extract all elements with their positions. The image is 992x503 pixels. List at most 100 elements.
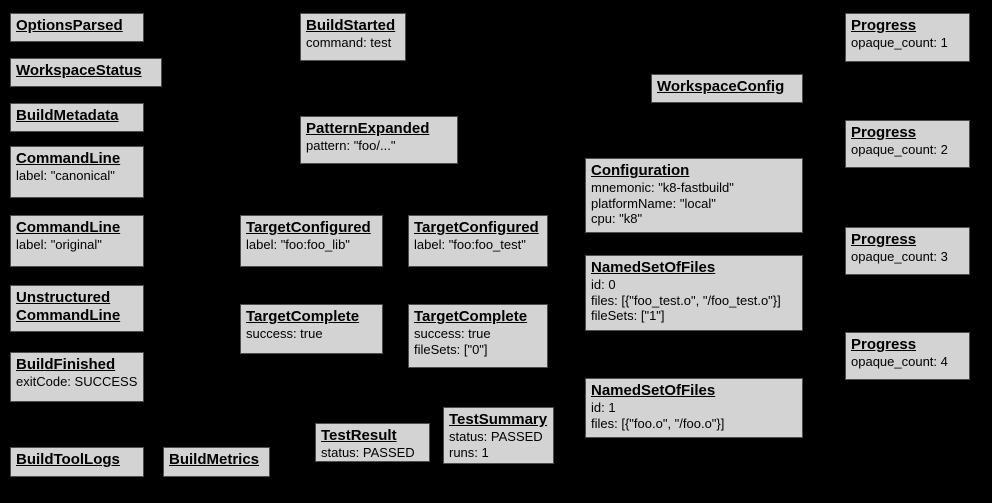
node-detail: opaque_count: 4: [851, 354, 948, 369]
node-title: Progress: [851, 336, 917, 353]
node-title-group: TargetConfigured: [414, 219, 542, 237]
node-detail: label: "foo:foo_lib": [246, 237, 350, 252]
node-target-complete-foo-lib: TargetComplete success: true: [240, 304, 383, 354]
node-title: TargetComplete: [246, 308, 360, 325]
node-details-group: command: test: [306, 35, 400, 51]
node-command-line-canonical: CommandLine label: "canonical": [10, 146, 144, 198]
node-title: TestSummary: [449, 411, 548, 428]
node-title-group: TestSummary: [449, 411, 548, 429]
node-title-group: TargetComplete: [246, 308, 377, 326]
node-details-group: label: "canonical": [16, 168, 138, 184]
node-detail: success: true: [246, 326, 323, 341]
node-detail: id: 1: [591, 400, 616, 415]
node-build-metrics: BuildMetrics: [163, 447, 270, 477]
node-title: TestResult: [321, 427, 397, 444]
node-title-group: NamedSetOfFiles: [591, 259, 797, 277]
node-title: Unstructured: [16, 289, 111, 306]
node-target-configured-foo-lib: TargetConfigured label: "foo:foo_lib": [240, 215, 383, 267]
node-title-group: Progress: [851, 17, 964, 35]
node-pattern-expanded: PatternExpanded pattern: "foo/...": [300, 116, 458, 164]
node-title-group: BuildToolLogs: [16, 451, 138, 469]
node-build-started: BuildStarted command: test: [300, 13, 406, 61]
node-details-group: label: "original": [16, 237, 138, 253]
node-detail: opaque_count: 1: [851, 35, 948, 50]
node-detail: platformName: "local": [591, 195, 716, 211]
node-workspace-status: WorkspaceStatus: [10, 58, 162, 87]
node-title: Progress: [851, 124, 917, 141]
node-title: NamedSetOfFiles: [591, 382, 716, 399]
node-progress-2: Progress opaque_count: 2: [845, 120, 970, 168]
node-details-group: opaque_count: 3: [851, 249, 964, 265]
node-detail: files: [{"foo.o", "/foo.o"}]: [591, 415, 725, 431]
node-title-group: BuildMetrics: [169, 451, 264, 469]
node-title-group: BuildStarted: [306, 17, 400, 35]
node-title-group: Progress: [851, 231, 964, 249]
node-title: TargetComplete: [414, 308, 528, 325]
node-detail: files: [{"foo_test.o", "/foo_test.o"}]: [591, 292, 781, 308]
node-command-line-original: CommandLine label: "original": [10, 215, 144, 267]
node-detail: command: test: [306, 35, 392, 50]
node-title-group: NamedSetOfFiles: [591, 382, 797, 400]
node-title-group: OptionsParsed: [16, 17, 138, 35]
node-title: PatternExpanded: [306, 120, 430, 137]
node-title: WorkspaceStatus: [16, 62, 142, 79]
node-details-group: pattern: "foo/...": [306, 138, 452, 154]
node-title-group: Configuration: [591, 162, 797, 180]
node-detail: mnemonic: "k8-fastbuild": [591, 180, 734, 195]
node-detail: status: PASSED: [449, 429, 543, 444]
node-details-group: mnemonic: "k8-fastbuild"platformName: "l…: [591, 180, 797, 227]
node-detail: fileSets: ["1"]: [591, 308, 665, 323]
node-detail: opaque_count: 3: [851, 249, 948, 264]
node-title: OptionsParsed: [16, 17, 123, 34]
node-title-group: TargetComplete: [414, 308, 542, 326]
node-title-group: PatternExpanded: [306, 120, 452, 138]
node-configuration: Configuration mnemonic: "k8-fastbuild"pl…: [585, 158, 803, 233]
node-details-group: opaque_count: 2: [851, 142, 964, 158]
node-detail: opaque_count: 2: [851, 142, 948, 157]
node-detail: id: 0: [591, 277, 616, 292]
node-progress-4: Progress opaque_count: 4: [845, 332, 970, 380]
node-title-group: CommandLine: [16, 219, 138, 237]
node-detail: success: true: [414, 326, 491, 341]
node-title: BuildMetrics: [169, 451, 260, 468]
node-title: BuildStarted: [306, 17, 396, 34]
node-title-group: WorkspaceStatus: [16, 62, 156, 80]
node-title: BuildFinished: [16, 356, 116, 373]
node-title-group: BuildMetadata: [16, 107, 138, 125]
node-detail: exitCode: SUCCESS: [16, 374, 138, 389]
node-title-group: WorkspaceConfig: [657, 78, 797, 96]
node-details-group: label: "foo:foo_test": [414, 237, 542, 253]
node-details-group: success: true: [246, 326, 377, 342]
node-test-result: TestResult status: PASSED: [315, 423, 430, 462]
node-details-group: opaque_count: 1: [851, 35, 964, 51]
node-title: WorkspaceConfig: [657, 78, 785, 95]
node-title: Progress: [851, 231, 917, 248]
node-progress-1: Progress opaque_count: 1: [845, 13, 970, 62]
node-title: NamedSetOfFiles: [591, 259, 716, 276]
node-detail: label: "canonical": [16, 168, 115, 183]
node-details-group: status: PASSED: [321, 445, 424, 461]
node-title: BuildToolLogs: [16, 451, 120, 468]
node-build-tool-logs: BuildToolLogs: [10, 447, 144, 477]
node-detail: label: "foo:foo_test": [414, 237, 526, 252]
node-workspace-config: WorkspaceConfig: [651, 74, 803, 103]
node-title-group: Progress: [851, 336, 964, 354]
node-options-parsed: OptionsParsed: [10, 13, 144, 42]
node-title-group: TestResult: [321, 427, 424, 445]
node-build-metadata: BuildMetadata: [10, 103, 144, 132]
node-detail: status: PASSED: [321, 445, 415, 460]
node-title: CommandLine: [16, 150, 121, 167]
node-title: CommandLine: [16, 219, 121, 236]
node-title: TargetConfigured: [414, 219, 539, 236]
node-detail: runs: 1: [449, 444, 489, 460]
